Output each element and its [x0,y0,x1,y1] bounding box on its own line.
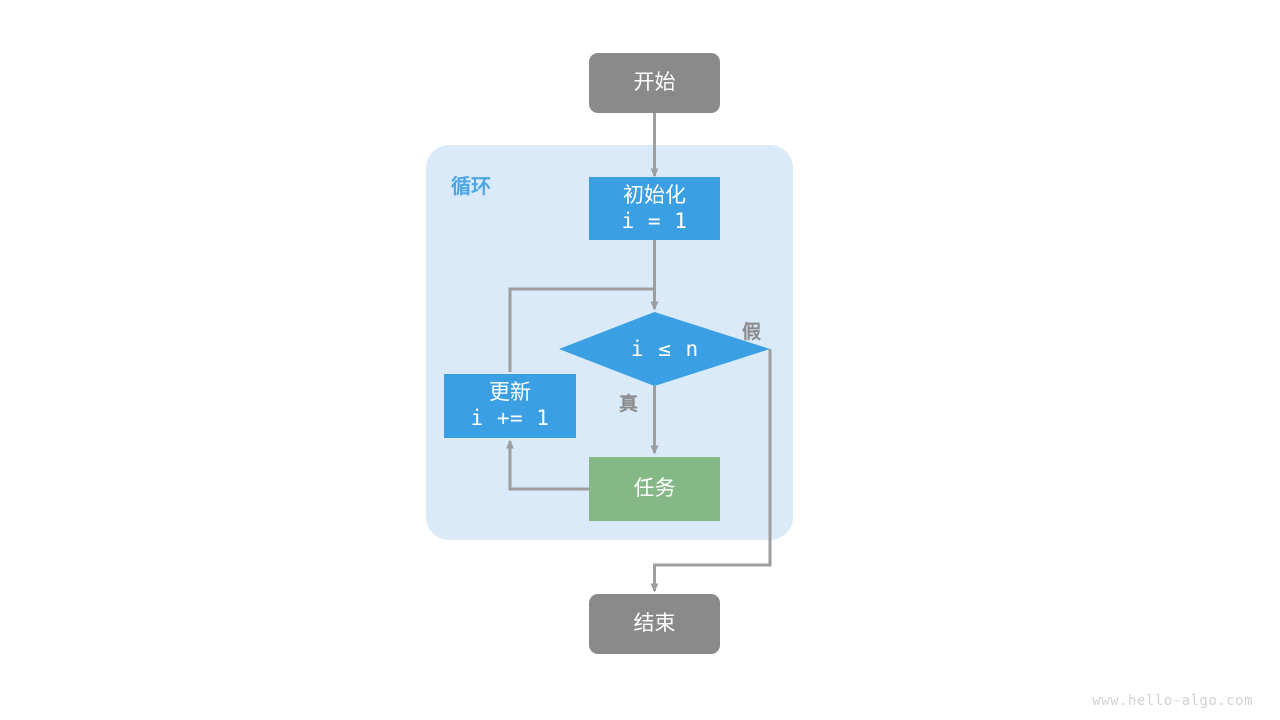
node-start-label: 开始 [633,70,676,94]
loop-group-label: 循环 [451,176,491,198]
watermark-url: www.hello-algo.com [1092,693,1253,709]
edge-label-false: 假 [742,322,762,343]
node-update-code: i += 1 [470,406,550,430]
node-task-label: 任务 [633,476,676,500]
condition-diamond [559,312,770,386]
node-init-label: 初始化 [623,183,686,207]
node-init[interactable]: 初始化 i = 1 [589,177,720,240]
node-end-label: 结束 [633,611,676,635]
node-update[interactable]: 更新 i += 1 [444,374,576,438]
node-end[interactable]: 结束 [589,594,720,654]
edge-condition-to-end-false [650,349,772,593]
node-init-code: i = 1 [621,208,688,233]
node-task[interactable]: 任务 [589,457,720,521]
node-start[interactable]: 开始 [589,53,720,113]
edge-task-to-update [506,439,589,491]
edge-update-to-condition [508,287,655,372]
node-condition-label[interactable]: i ≤ n [630,337,700,361]
edge-label-true: 真 [619,394,639,415]
node-update-label: 更新 [489,381,531,405]
